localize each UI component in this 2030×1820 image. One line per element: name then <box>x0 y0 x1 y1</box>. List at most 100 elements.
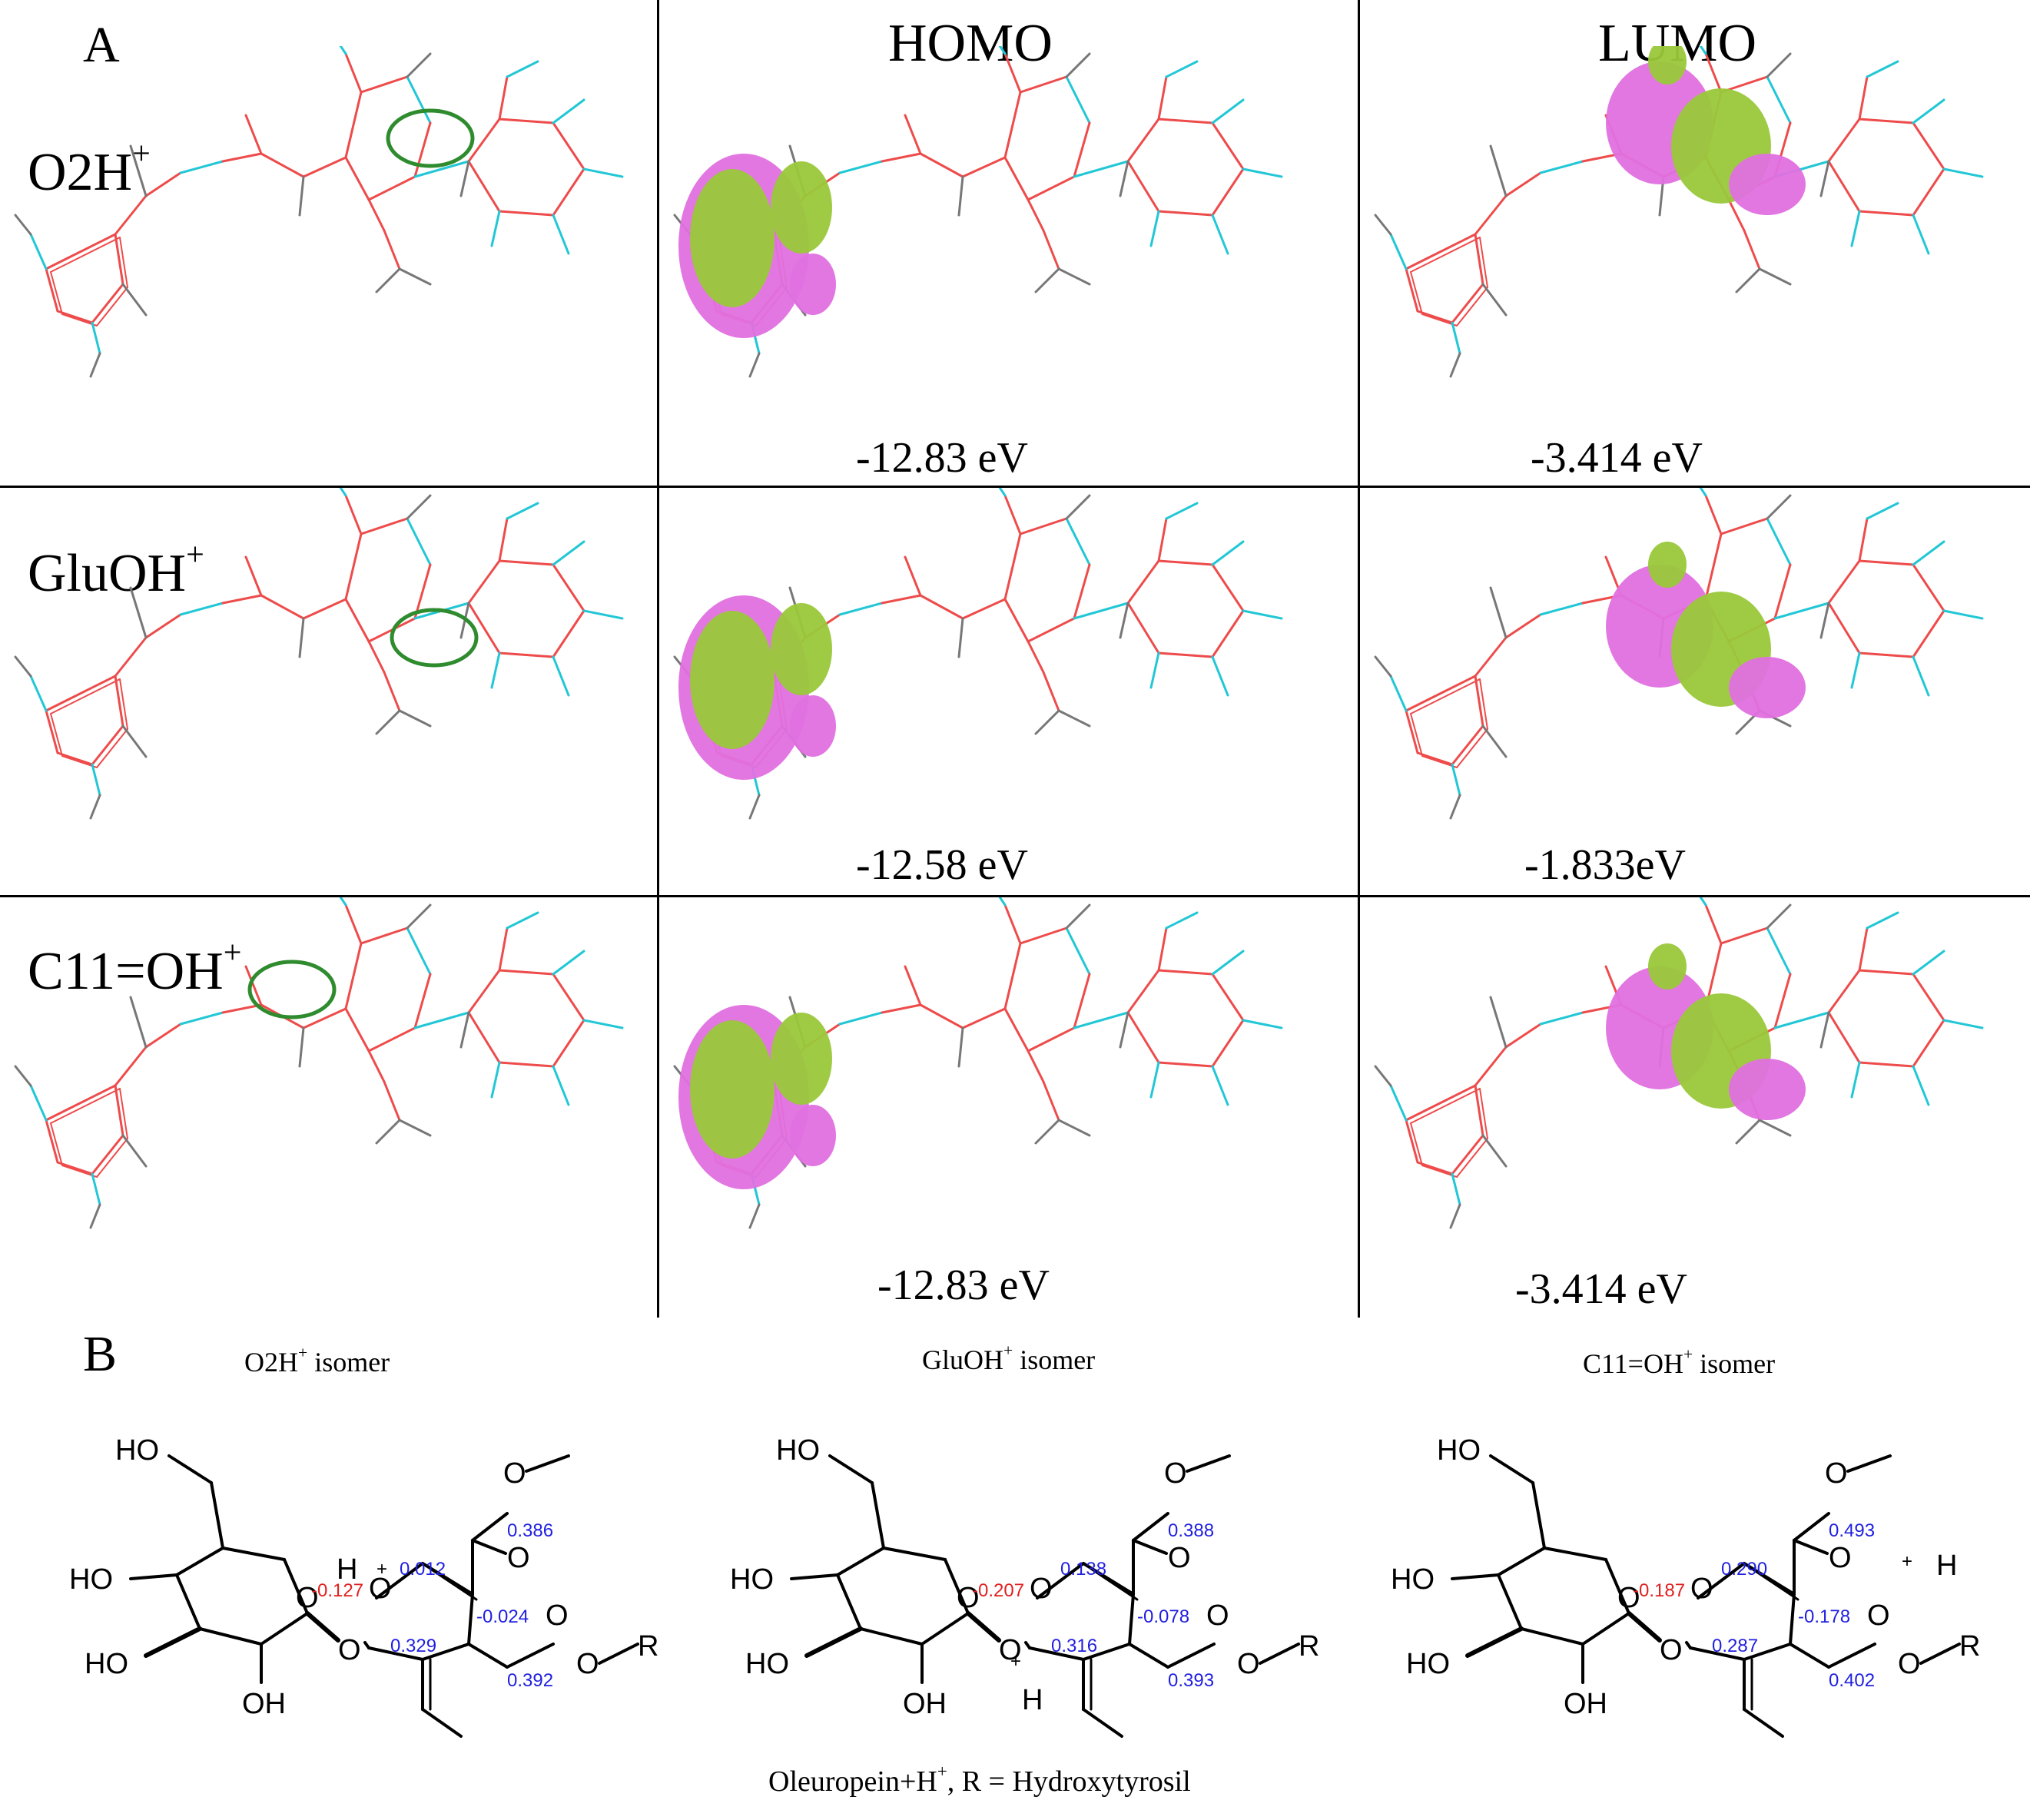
pyran-bond <box>1773 563 1792 620</box>
glucose-bond <box>283 1558 309 1615</box>
ester2-bond <box>344 494 363 535</box>
oh-bond <box>1149 651 1160 689</box>
panel-b-letter: B <box>83 1326 118 1382</box>
phenyl-bond-double <box>1479 237 1488 288</box>
phenyl-bond <box>45 1107 71 1122</box>
h-bond <box>129 996 148 1049</box>
structure-gluoh-isomer: HOHOHOOHOOOH+OOOOR0.1380.388-0.207-0.078… <box>730 1434 1319 1738</box>
atom-ho-bot: HO <box>1406 1648 1450 1680</box>
h-bond <box>1034 267 1060 293</box>
phenyl-bond <box>1405 698 1431 712</box>
oh-bond <box>552 1065 570 1106</box>
ch2oh-bond <box>506 911 539 930</box>
oh-bond <box>552 214 570 255</box>
ch2oh-bond <box>498 927 509 972</box>
ester2-bond <box>344 52 363 94</box>
ester2-bond <box>998 897 1007 907</box>
glucose-bond <box>1157 651 1214 658</box>
ester2-bond <box>339 488 347 497</box>
charge-c-top: 0.290 <box>1721 1559 1767 1580</box>
pyran-bond <box>375 1562 424 1600</box>
glucose-bond <box>836 1573 862 1630</box>
pyran-double <box>1090 1567 1139 1601</box>
phenyl-bond <box>45 698 71 712</box>
atom-ho-top: HO <box>115 1434 159 1467</box>
glyco-bond <box>1073 602 1129 620</box>
glyco-bond <box>1773 1011 1830 1029</box>
atom-ring-o: O <box>1617 1582 1640 1614</box>
oh-bond <box>1149 210 1160 247</box>
phenyl-bond <box>1428 675 1477 701</box>
phenyl-bond-double <box>1479 1088 1488 1139</box>
h-bond <box>89 794 101 820</box>
h-bond <box>375 267 401 293</box>
ethylidene-bond <box>383 671 401 712</box>
pyran-bond <box>1003 91 1022 159</box>
phenyl-bond <box>1405 256 1431 270</box>
glucose-bond <box>552 121 585 171</box>
phenyl-bond <box>45 256 71 270</box>
pyran-bond <box>1036 1562 1085 1600</box>
isomer-caption-c11oh: C11=OH+ isomer <box>1583 1344 1776 1379</box>
h-bond <box>1065 903 1091 930</box>
ester-bond <box>881 1003 922 1014</box>
pyran-bond <box>421 1643 470 1661</box>
glucose-bond <box>1827 602 1861 655</box>
h-bond <box>957 1026 964 1068</box>
oh-bond <box>1242 1019 1283 1029</box>
phenyl-bond <box>56 1161 94 1175</box>
ch2oh-bond <box>1858 927 1869 972</box>
h-bond <box>1489 144 1508 197</box>
oh-bond <box>1389 1084 1408 1122</box>
grid-hline-2 <box>0 895 2030 897</box>
phenyl-bond <box>1416 751 1454 766</box>
h-bond <box>748 352 761 378</box>
oh-bond <box>91 1172 101 1206</box>
oh-bond <box>552 950 585 976</box>
phenyl-bond-double <box>61 313 98 327</box>
r-bond <box>1919 1643 1961 1665</box>
charge-ester-c: 0.386 <box>507 1520 553 1541</box>
glucose-bond <box>1912 121 1945 171</box>
h-bond <box>748 1203 761 1229</box>
panel-a-letter: A <box>83 17 120 73</box>
oh-bond <box>1850 210 1861 247</box>
homo-lobe-green <box>771 1013 832 1105</box>
phenyl-bond-double <box>119 237 128 288</box>
atom-ester2-o: O <box>546 1600 569 1632</box>
pyran-bond <box>1743 1643 1792 1661</box>
chain-bond <box>302 598 347 620</box>
ester-bond <box>179 160 224 174</box>
phenyl-bond <box>1428 1084 1477 1110</box>
h-bond <box>1481 1134 1508 1168</box>
pyran-double <box>429 1567 478 1601</box>
h-bond <box>1374 214 1392 236</box>
h-bond <box>129 144 148 197</box>
molecule-c11oh-lumo <box>1374 897 1984 1229</box>
ester2-bond <box>998 46 1007 55</box>
phenyl-bond <box>45 1119 59 1164</box>
glucose-bond <box>198 1627 263 1646</box>
h-bond <box>1735 267 1761 293</box>
molecule-o2h-structure <box>14 46 624 378</box>
pyran-bond <box>1073 563 1091 620</box>
ester2-bond <box>1003 903 1022 945</box>
lumo-lobe-magenta <box>1729 1059 1806 1120</box>
oh-bond <box>91 763 101 797</box>
glucose-bond <box>1211 1019 1245 1068</box>
h-bond <box>1758 267 1792 286</box>
pyran-bond <box>1003 598 1030 643</box>
phenyl-bond-double <box>50 271 63 315</box>
chain-bond <box>919 594 964 620</box>
glucose-bond <box>498 559 555 566</box>
h-bond <box>398 709 432 728</box>
row-label-gluoh: GluOH+ <box>28 537 204 603</box>
chain-bond <box>961 598 1007 620</box>
pyran-bond <box>413 973 432 1029</box>
ch2oh-bond <box>1165 911 1199 930</box>
atom-pyran-o: O <box>1030 1573 1053 1605</box>
glucose-bond <box>1157 559 1214 566</box>
pyran-double <box>1750 1567 1799 1601</box>
homo-energy-c11oh: -12.83 eV <box>877 1261 1050 1309</box>
ch2-bond <box>467 1643 509 1669</box>
